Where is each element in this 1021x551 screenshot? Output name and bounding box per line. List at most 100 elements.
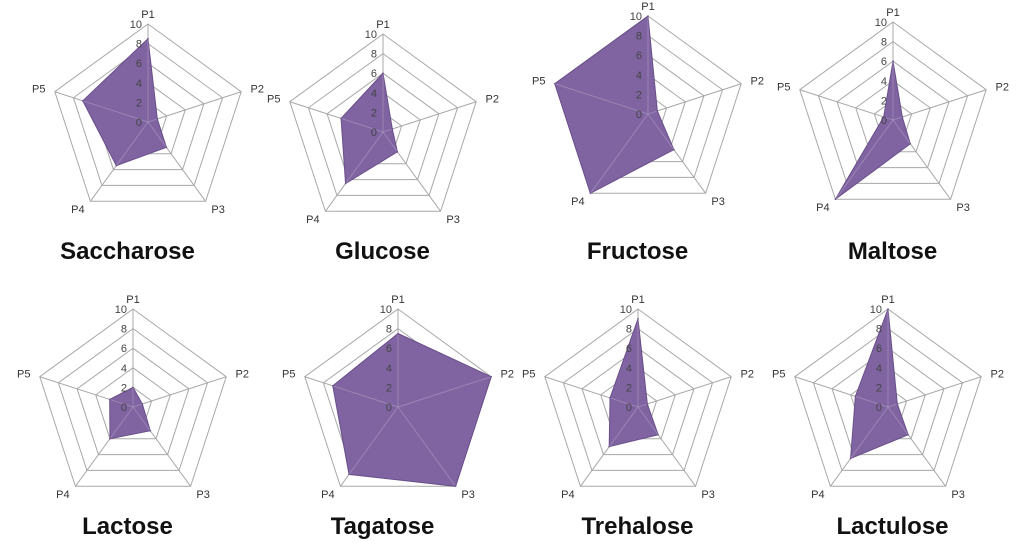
- tick-label: 0: [136, 117, 142, 129]
- data-spoke: [554, 83, 649, 115]
- data-spoke: [147, 121, 167, 148]
- tick-label: 10: [870, 304, 882, 316]
- tick-label: 6: [121, 343, 127, 355]
- tick-label: 6: [626, 343, 632, 355]
- axis-label-p1: P1: [641, 1, 654, 13]
- spoke-p2: [132, 376, 227, 408]
- axis-label-p2: P2: [486, 94, 499, 106]
- grid-ring: [39, 308, 227, 487]
- grid-ring: [72, 42, 224, 186]
- tick-label: 10: [380, 304, 392, 316]
- grid-ring: [794, 308, 982, 487]
- grid-ring: [817, 40, 969, 184]
- axis-label-p2: P2: [751, 76, 764, 88]
- tick-label: 0: [876, 402, 882, 414]
- tick-label: 2: [386, 382, 392, 394]
- chart-title: Lactulose: [836, 513, 949, 540]
- chart-title: Tagatose: [330, 513, 435, 540]
- tick-label: 4: [371, 88, 377, 100]
- data-area: [554, 15, 675, 195]
- data-point-p1: [892, 60, 894, 62]
- tick-label: 8: [876, 324, 882, 336]
- tick-label: 2: [636, 89, 642, 101]
- axis-label-p2: P2: [251, 84, 264, 96]
- data-spoke: [340, 117, 384, 133]
- axis-label-p5: P5: [777, 82, 790, 94]
- data-point-p5: [108, 398, 111, 401]
- data-point-p3: [673, 148, 675, 151]
- axis-label-p2: P2: [991, 369, 1004, 381]
- data-spoke: [887, 403, 898, 408]
- data-point-p4: [348, 473, 350, 476]
- grid-ring: [95, 367, 171, 440]
- data-point-p1: [647, 15, 649, 17]
- data-point-p4: [344, 182, 347, 185]
- data-area: [834, 61, 911, 200]
- data-spoke: [332, 385, 399, 408]
- tick-label: 2: [371, 107, 377, 119]
- spoke-p2: [147, 91, 242, 123]
- tick-label: 4: [881, 76, 887, 88]
- tick-label: 4: [876, 363, 882, 375]
- axis-label-p3: P3: [461, 489, 474, 501]
- tick-label: 4: [626, 363, 632, 375]
- data-spoke: [637, 406, 659, 436]
- axis-label-p3: P3: [951, 489, 964, 501]
- spoke-p2: [892, 89, 987, 121]
- tick-label: 2: [876, 382, 882, 394]
- axis-label-p3: P3: [711, 196, 724, 208]
- chart-title: Lactose: [82, 513, 173, 540]
- data-point-p3: [165, 146, 168, 149]
- data-area: [109, 386, 151, 440]
- data-spoke: [647, 113, 675, 150]
- axis-label-p4: P4: [56, 489, 69, 501]
- spoke-p2: [887, 376, 982, 408]
- tick-label: 8: [136, 39, 142, 51]
- tick-label: 6: [876, 343, 882, 355]
- axis-label-p4: P4: [571, 196, 584, 208]
- axis-label-p4: P4: [561, 489, 574, 501]
- data-spoke: [109, 398, 134, 408]
- data-point-p1: [637, 318, 639, 320]
- data-spoke: [382, 131, 398, 153]
- tick-label: 2: [136, 97, 142, 109]
- data-point-p5: [331, 385, 334, 387]
- data-point-p5: [81, 100, 84, 102]
- grid-ring: [54, 23, 242, 202]
- grid-ring: [836, 60, 950, 169]
- axis-label-p4: P4: [306, 214, 319, 226]
- tick-label: 0: [636, 109, 642, 121]
- axis-label-p4: P4: [71, 204, 84, 216]
- spoke-p5: [799, 89, 894, 121]
- data-area: [340, 72, 398, 185]
- axis-label-p1: P1: [881, 294, 894, 306]
- axis-label-p5: P5: [772, 369, 785, 381]
- data-point-p1: [397, 332, 399, 335]
- data-point-p1: [887, 308, 889, 310]
- grid-ring: [581, 347, 695, 456]
- data-spoke: [397, 406, 457, 487]
- axis-label-p2: P2: [996, 82, 1009, 94]
- data-point-p4: [115, 164, 118, 167]
- data-spoke: [647, 110, 658, 115]
- tick-label: 0: [626, 402, 632, 414]
- data-spoke: [850, 406, 889, 459]
- data-point-p2: [391, 128, 394, 130]
- axis-label-p1: P1: [391, 294, 404, 306]
- data-spoke: [382, 128, 393, 133]
- grid-ring: [812, 327, 964, 471]
- tick-label: 2: [881, 95, 887, 107]
- axis-label-p2: P2: [741, 369, 754, 381]
- data-point-p4: [109, 437, 111, 440]
- data-area: [849, 308, 909, 460]
- data-spoke: [892, 116, 903, 121]
- axis-label-p4: P4: [811, 489, 824, 501]
- tick-label: 2: [626, 382, 632, 394]
- grid-ring: [562, 327, 714, 471]
